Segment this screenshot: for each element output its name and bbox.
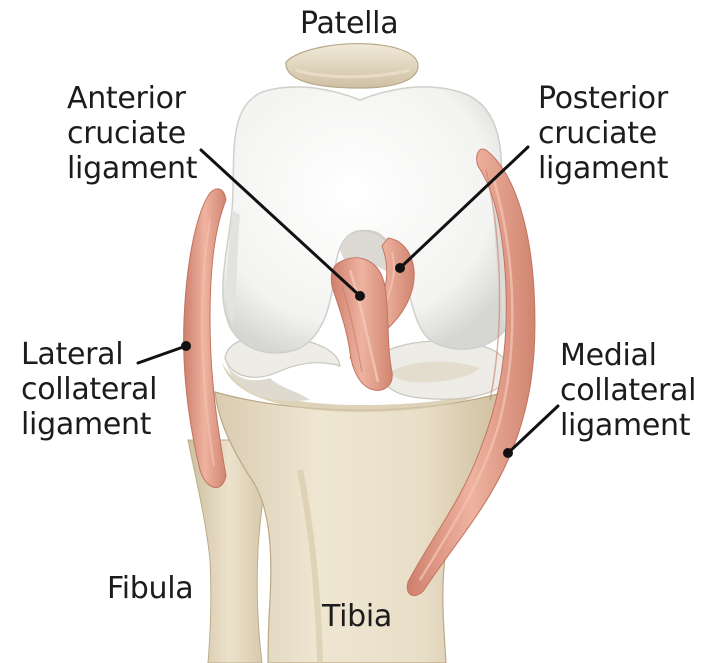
acl-label-line-1: Anterior [67, 81, 197, 116]
lcl-pointer-dot [181, 341, 191, 351]
acl-label: Anterior cruciate ligament [67, 81, 197, 186]
acl-pointer-dot [355, 291, 365, 301]
lcl-label-line-2: collateral [21, 372, 157, 407]
pcl-label-line-2: cruciate [538, 116, 668, 151]
mcl-label: Medial collateral ligament [560, 338, 696, 443]
fibula-label: Fibula [107, 571, 193, 606]
acl-label-line-2: cruciate [67, 116, 197, 151]
lcl-label: Lateral collateral ligament [21, 337, 157, 442]
patella-label-text: Patella [300, 6, 398, 41]
tibia-label: Tibia [322, 599, 392, 634]
lcl-label-line-1: Lateral [21, 337, 157, 372]
patella-bone [286, 44, 418, 88]
pcl-label: Posterior cruciate ligament [538, 81, 668, 186]
mcl-label-line-1: Medial [560, 338, 696, 373]
fibula-label-text: Fibula [107, 571, 193, 606]
patella-label: Patella [300, 6, 398, 41]
pcl-pointer-dot [395, 263, 405, 273]
pcl-label-line-1: Posterior [538, 81, 668, 116]
mcl-label-line-2: collateral [560, 373, 696, 408]
lcl-label-line-3: ligament [21, 407, 157, 442]
tibia-label-text: Tibia [322, 599, 392, 634]
pcl-label-line-3: ligament [538, 151, 668, 186]
mcl-label-line-3: ligament [560, 408, 696, 443]
mcl-pointer-dot [503, 448, 513, 458]
acl-label-line-3: ligament [67, 151, 197, 186]
